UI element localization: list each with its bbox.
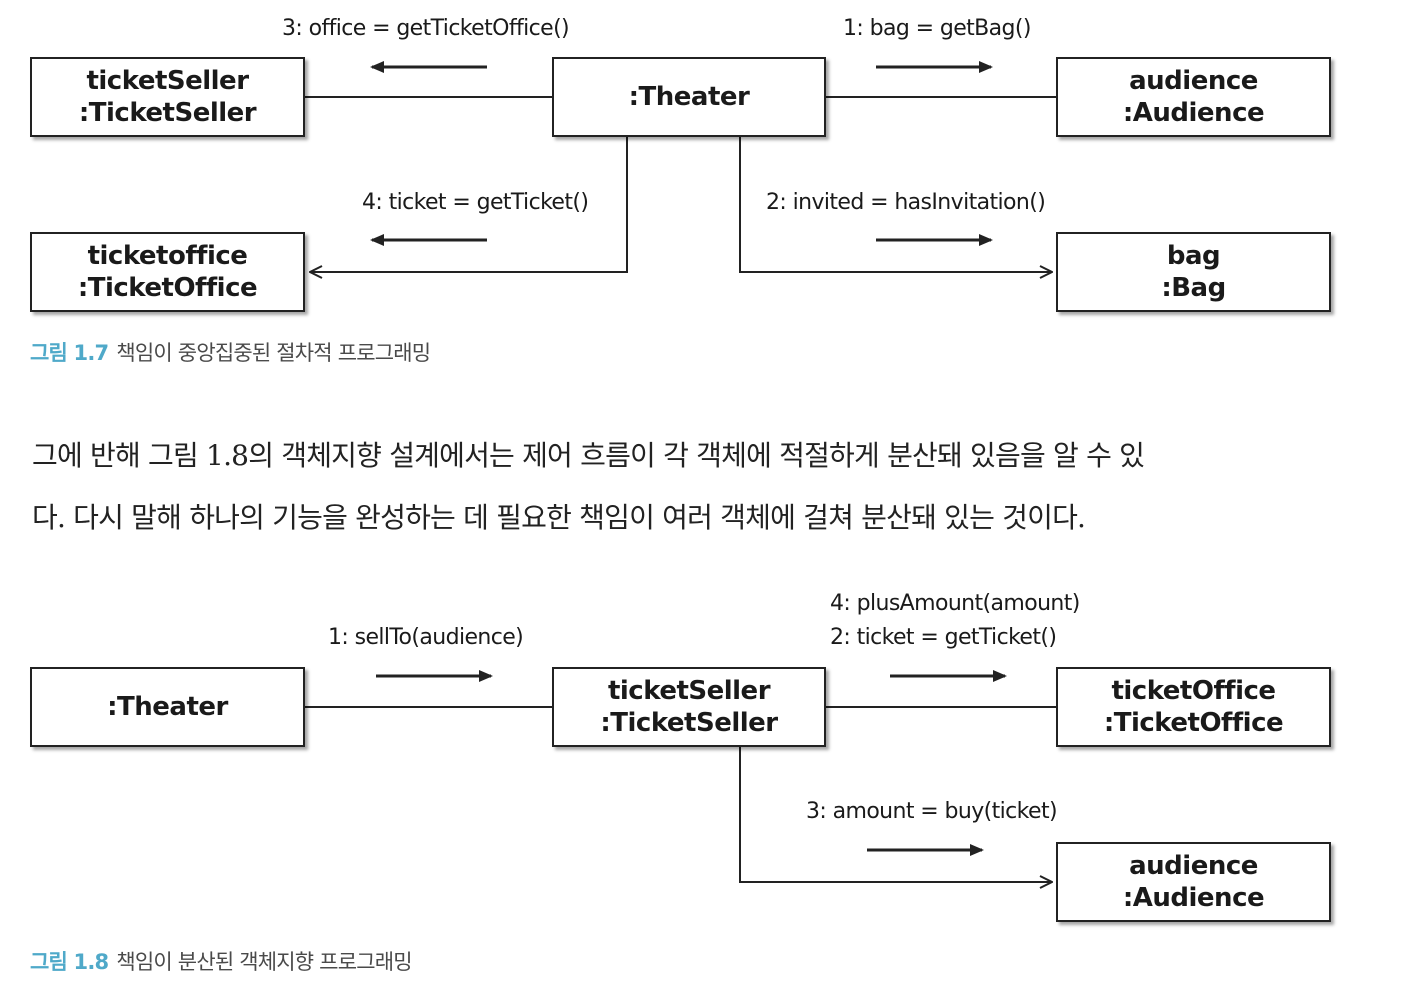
link-theater-ticketoffice xyxy=(310,137,628,272)
figure-1-7-caption: 그림 1.7 책임이 중앙집중된 절차적 프로그래밍 xyxy=(30,337,431,367)
node-ticketoffice-type: :TicketOffice xyxy=(77,273,258,303)
node-ticketseller-type: :TicketSeller xyxy=(78,98,257,128)
message-label-2: 2: ticket = getTicket() xyxy=(830,625,1057,650)
node-bag-name: bag xyxy=(1166,241,1221,271)
node-ticketoffice: ticketoffice :TicketOffice xyxy=(30,232,305,312)
node-audience-name: audience xyxy=(1129,851,1258,881)
node-ticketseller-name: ticketSeller xyxy=(86,66,249,96)
node-ticketoffice-name: ticketoffice xyxy=(87,241,248,271)
node-ticketoffice-name: ticketOffice xyxy=(1111,676,1276,706)
figure-1-8-diagram: :Theater ticketSeller :TicketSeller tick… xyxy=(0,585,1411,930)
figure-1-8-caption-number: 그림 1.8 xyxy=(30,950,109,974)
node-bag-type: :Bag xyxy=(1161,273,1226,303)
node-audience-name: audience xyxy=(1129,66,1258,96)
message-label-1: 1: sellTo(audience) xyxy=(328,625,524,650)
node-ticketseller-type: :TicketSeller xyxy=(600,708,778,738)
message-label-3: 3: amount = buy(ticket) xyxy=(806,799,1058,824)
node-audience-type: :Audience xyxy=(1122,98,1265,128)
figure-1-7-diagram: ticketSeller :TicketSeller :Theater audi… xyxy=(0,0,1411,330)
node-ticketoffice: ticketOffice :TicketOffice xyxy=(1056,667,1331,747)
node-theater: :Theater xyxy=(30,667,305,747)
node-bag: bag :Bag xyxy=(1056,232,1331,312)
node-theater-type: :Theater xyxy=(628,82,750,112)
body-paragraph-line-2: 다. 다시 말해 하나의 기능을 완성하는 데 필요한 책임이 여러 객체에 걸… xyxy=(32,501,1086,534)
link-ticketseller-audience xyxy=(739,747,1052,882)
node-theater-type: :Theater xyxy=(107,692,228,722)
node-ticketseller: ticketSeller :TicketSeller xyxy=(30,57,305,137)
message-label-1: 1: bag = getBag() xyxy=(843,16,1031,41)
figure-1-8-caption-text: 책임이 분산된 객체지향 프로그래밍 xyxy=(116,950,412,974)
node-theater: :Theater xyxy=(552,57,826,137)
node-audience-type: :Audience xyxy=(1122,883,1265,913)
message-label-3: 3: office = getTicketOffice() xyxy=(282,16,570,41)
node-audience: audience :Audience xyxy=(1056,842,1331,922)
node-ticketseller-name: ticketSeller xyxy=(607,676,771,706)
figure-1-8-connectors xyxy=(305,670,1057,930)
body-paragraph: 그에 반해 그림 1.8의 객체지향 설계에서는 제어 흐름이 각 객체에 적절… xyxy=(32,425,1352,549)
message-label-4: 4: ticket = getTicket() xyxy=(362,190,589,215)
body-paragraph-line-1: 그에 반해 그림 1.8의 객체지향 설계에서는 제어 흐름이 각 객체에 적절… xyxy=(32,439,1145,472)
link-theater-bag xyxy=(739,137,1052,272)
figure-1-7-caption-number: 그림 1.7 xyxy=(30,341,109,365)
node-ticketoffice-type: :TicketOffice xyxy=(1103,708,1284,738)
figure-1-7-caption-text: 책임이 중앙집중된 절차적 프로그래밍 xyxy=(116,341,431,365)
figure-1-8-caption: 그림 1.8 책임이 분산된 객체지향 프로그래밍 xyxy=(30,946,413,976)
figure-1-7-connectors xyxy=(305,61,1057,330)
message-label-2: 2: invited = hasInvitation() xyxy=(766,190,1046,215)
node-ticketseller: ticketSeller :TicketSeller xyxy=(552,667,826,747)
node-audience: audience :Audience xyxy=(1056,57,1331,137)
message-label-4: 4: plusAmount(amount) xyxy=(830,591,1080,616)
